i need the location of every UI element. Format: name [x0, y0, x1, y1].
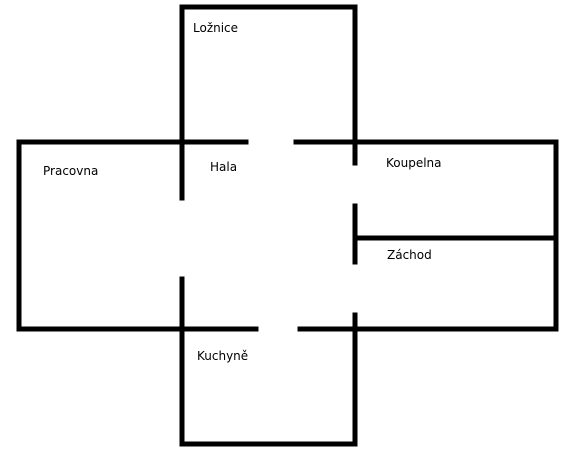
- room-label-hala: Hala: [210, 160, 237, 174]
- room-label-kuchyne: Kuchyně: [197, 349, 248, 363]
- walls-loznice: [179, 4, 358, 166]
- room-label-zachod: Záchod: [387, 248, 432, 262]
- walls-pracovna: [16, 139, 185, 332]
- walls-koupelna-zachod: [352, 139, 559, 332]
- room-label-koupelna: Koupelna: [386, 156, 442, 170]
- room-label-pracovna: Pracovna: [43, 164, 98, 178]
- walls-kuchyne: [179, 312, 358, 447]
- room-label-loznice: Ložnice: [193, 21, 238, 35]
